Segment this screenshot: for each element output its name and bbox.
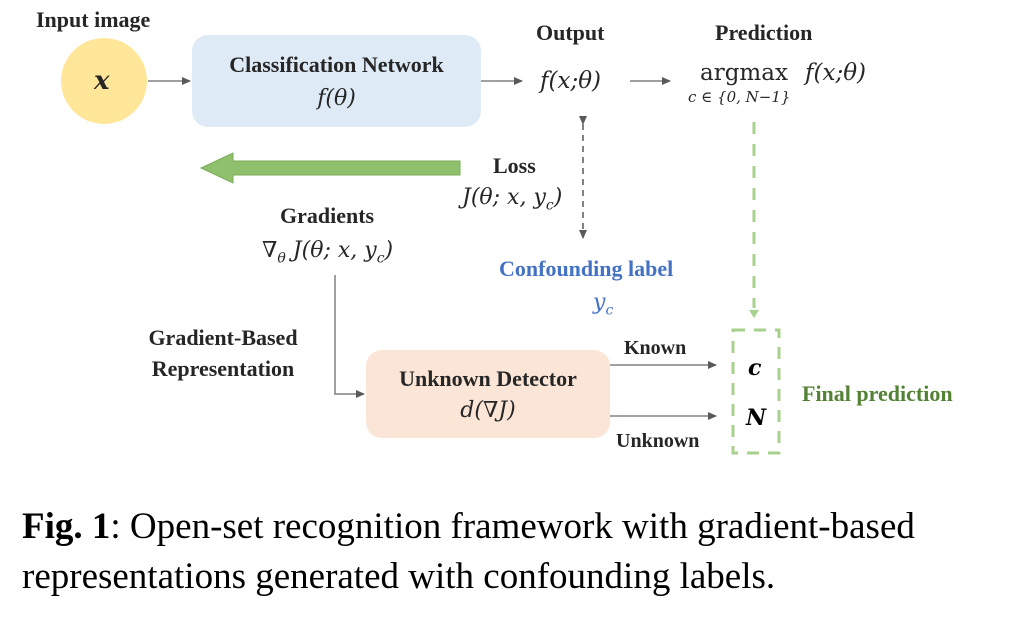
detector-formula: d(∇J) [460,398,516,423]
prediction-argmax: argmax [700,60,788,86]
loss-formula-main: J(θ; x, y [462,185,546,210]
gradients-formula-main: J(θ; x, y [285,238,377,263]
prediction-title: Prediction [715,20,813,45]
unknown-label: Unknown [616,430,700,452]
gradients-formula-end: ) [384,238,394,263]
loss-formula-sub: c [545,197,554,214]
output-formula: f(x;θ) [540,68,602,94]
prediction-formula: f(x;θ) [805,60,867,86]
representation-line2: Representation [151,356,295,381]
confounding-title: Confounding label [499,256,674,281]
gradients-formula-sub: c [376,250,385,267]
known-label: Known [624,337,687,359]
loss-formula-end: ) [553,185,563,210]
gradients-nabla-sub: θ [277,250,286,267]
figure-caption: Fig. 1: Open-set recognition framework w… [22,502,1012,602]
final-unknown-symbol: N [746,405,767,431]
output-title: Output [536,20,605,45]
diagram-canvas [61,35,781,455]
input-node [61,38,147,124]
classifier-formula: f(θ) [317,86,356,111]
detector-title: Unknown Detector [399,366,577,391]
confounding-y: y [593,290,606,315]
arrow-gradients-to-detector [334,275,365,398]
caption-label: Fig. 1 [22,506,111,547]
loss-title: Loss [493,153,536,178]
input-symbol: x [94,66,110,96]
classifier-box [192,35,481,127]
caption-text: : Open-set recognition framework with gr… [22,506,915,597]
loss-formula: J(θ; x, yc) [462,185,562,213]
final-prediction-label: Final prediction [802,381,953,406]
final-prediction-box [731,328,781,455]
gradients-nabla: ∇ [262,238,278,263]
final-known-symbol: c [748,355,762,381]
confounding-symbol: yc [593,290,613,318]
representation-label: Gradient-Based Representation [128,322,318,384]
gradients-formula: ∇θ J(θ; x, yc) [262,238,393,266]
gradients-title: Gradients [280,203,375,228]
backprop-arrow [199,152,461,184]
arrowhead-prediction-to-final [749,310,759,318]
confounding-sub: c [605,302,614,319]
input-title: Input image [36,7,151,32]
classifier-title: Classification Network [229,52,444,77]
representation-line1: Gradient-Based [148,325,298,350]
detector-box [366,350,610,438]
prediction-subscript: c ∈ {0, N−1} [688,88,791,106]
